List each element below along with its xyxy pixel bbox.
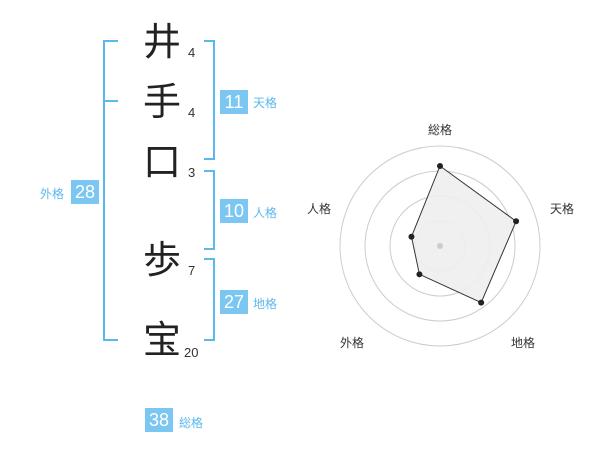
radar-axis-label-gaikaku: 外格 bbox=[340, 336, 365, 350]
stroke-count-5: 20 bbox=[184, 345, 199, 360]
jinkaku-label: 人格 bbox=[253, 206, 278, 220]
name-char-2: 手 bbox=[142, 80, 181, 124]
radar-grid-ring-4 bbox=[339, 145, 541, 347]
jinkaku-value: 10 bbox=[220, 199, 248, 223]
radar-point-3 bbox=[478, 299, 485, 306]
radar-area bbox=[410, 165, 517, 304]
stroke-count-2: 4 bbox=[188, 105, 196, 120]
radar-axis-label-chikaku: 地格 bbox=[511, 336, 536, 350]
radar-axis-label-jinkaku: 人格 bbox=[307, 202, 332, 216]
tenkaku-value: 11 bbox=[220, 90, 248, 114]
chikaku-label: 地格 bbox=[253, 297, 278, 311]
stroke-count-4: 7 bbox=[188, 263, 196, 278]
stroke-count-1: 4 bbox=[188, 45, 196, 60]
radar-center-dot bbox=[437, 243, 443, 249]
radar-axis-label-tenkaku: 天格 bbox=[550, 202, 575, 216]
radar-axis-label-soukaku: 総格 bbox=[428, 123, 453, 137]
name-char-1: 井 bbox=[142, 20, 181, 64]
stroke-count-3: 3 bbox=[188, 165, 196, 180]
name-char-4: 歩 bbox=[142, 238, 181, 282]
radar-point-5 bbox=[408, 233, 415, 240]
tenkaku-label: 天格 bbox=[253, 96, 278, 110]
name-char-3: 口 bbox=[142, 140, 181, 184]
radar-point-4 bbox=[416, 271, 423, 278]
gaikaku-label: 外格 bbox=[40, 187, 65, 201]
name-char-5: 宝 bbox=[142, 318, 181, 362]
gaikaku-value: 28 bbox=[71, 180, 99, 204]
radar-point-2 bbox=[513, 218, 520, 225]
chikaku-value: 27 bbox=[220, 290, 248, 314]
soukaku-label: 総格 bbox=[179, 416, 204, 430]
radar-point-1 bbox=[437, 163, 443, 169]
soukaku-value: 38 bbox=[145, 408, 173, 432]
